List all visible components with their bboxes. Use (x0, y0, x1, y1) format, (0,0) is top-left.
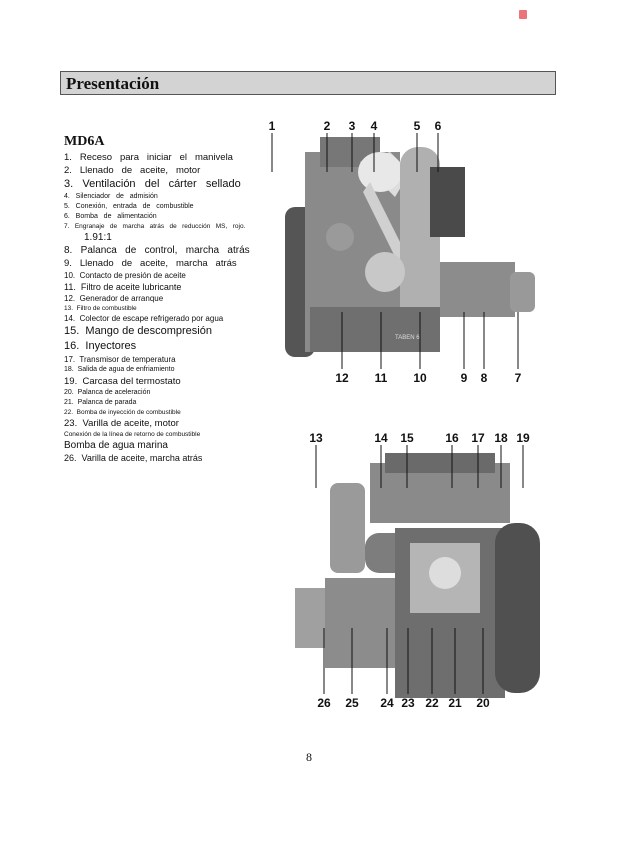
callout-label: 22 (425, 696, 439, 710)
callout-label: 8 (481, 371, 488, 385)
callout-label: 2 (324, 119, 331, 133)
engine-photo-front: 13 14 15 16 17 18 19 26 25 24 23 22 21 20 (295, 431, 540, 710)
corner-mark-icon (519, 10, 527, 19)
callout-label: 7 (515, 371, 522, 385)
parts-list-item: 8. Palanca de control, marcha atrás (64, 245, 250, 256)
callout-label: 12 (335, 371, 349, 385)
callout-label: 24 (380, 696, 394, 710)
parts-list-item: 18. Salida de agua de enfriamiento (64, 366, 175, 373)
parts-list-item: 9. Llenado de aceite, marcha atrás (64, 258, 237, 269)
callout-label: 20 (476, 696, 490, 710)
callout-label: 14 (374, 431, 388, 445)
parts-list-item: 5. Conexión, entrada de combustible (64, 203, 194, 210)
callout-label: 6 (435, 119, 442, 133)
callout-label: 4 (371, 119, 378, 133)
callout-label: 16 (445, 431, 459, 445)
parts-list-item: 17. Transmisor de temperatura (64, 355, 176, 364)
parts-list-item: 22. Bomba de inyección de combustible (64, 409, 181, 416)
parts-list-item: 14. Colector de escape refrigerado por a… (64, 314, 224, 323)
page-number: 8 (306, 750, 312, 764)
parts-list-item: Bomba de agua marina (64, 440, 168, 451)
parts-list-item: 10. Contacto de presión de aceite (64, 271, 186, 280)
callout-label: 26 (317, 696, 331, 710)
parts-list-item: Conexión de la línea de retorno de combu… (64, 431, 201, 438)
callout-label: 5 (414, 119, 421, 133)
parts-list-item: 26. Varilla de aceite, marcha atrás (64, 453, 203, 463)
callout-label: 1 (269, 119, 276, 133)
parts-list-item: 11. Filtro de aceite lubricante (64, 282, 182, 292)
callout-label: 3 (349, 119, 356, 133)
parts-list-item: 15. Mango de descompresión (64, 325, 212, 337)
section-title: Presentación (66, 74, 160, 93)
parts-list-item: 16. Inyectores (64, 340, 137, 352)
callout-label: 21 (448, 696, 462, 710)
callout-label: 19 (516, 431, 530, 445)
parts-list-item: 23. Varilla de aceite, motor (64, 418, 179, 429)
parts-list-item: 20. Palanca de aceleración (64, 389, 151, 396)
callout-label: 10 (413, 371, 427, 385)
parts-list-item: 19. Carcasa del termostato (64, 376, 181, 387)
parts-list-item: 2. Llenado de aceite, motor (64, 165, 201, 176)
parts-list-item: 3. Ventilación del cárter sellado (64, 178, 241, 190)
parts-list-item: 1. Receso para iniciar el manivela (64, 152, 233, 163)
callout-label: 15 (400, 431, 414, 445)
callout-label: 18 (494, 431, 508, 445)
callout-label: 23 (401, 696, 415, 710)
model-title: MD6A (64, 134, 105, 149)
callout-label: 25 (345, 696, 359, 710)
parts-list-item: 12. Generador de arranque (64, 294, 164, 303)
parts-list-item: 13. Filtro de combustible (64, 305, 137, 312)
parts-list-item: 1.91:1 (84, 232, 112, 243)
parts-list-item: 21. Palanca de parada (64, 399, 137, 406)
parts-list-item: 7. Engranaje de marcha atrás de reducció… (64, 223, 246, 230)
callout-label: 17 (471, 431, 485, 445)
parts-list-item: 4. Silenciador de admisión (64, 193, 158, 200)
section-heading-bar: Presentación (60, 71, 556, 95)
parts-list-item: 6. Bomba de alimentación (64, 213, 157, 220)
callout-label: 13 (309, 431, 323, 445)
callout-label: 9 (461, 371, 468, 385)
callout-label: 11 (375, 371, 388, 385)
engine-engraving: TABEN 6 (395, 335, 420, 341)
